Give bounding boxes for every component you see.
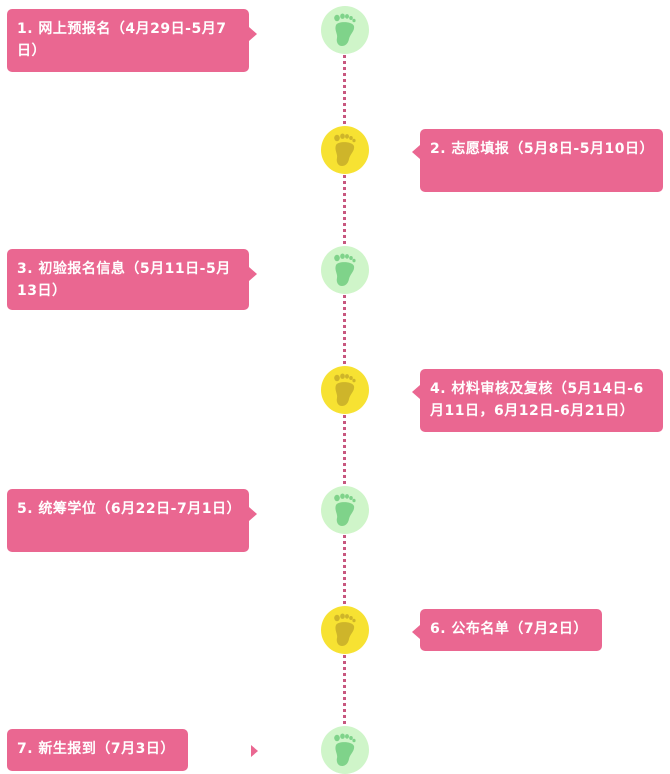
step-7-node	[321, 726, 369, 774]
step-4-label: 4. 材料审核及复核（5月14日-6月11日，6月12日-6月21日）	[430, 381, 644, 419]
step-5-box: 5. 统筹学位（6月22日-7月1日）	[7, 489, 257, 552]
footprint-icon	[334, 373, 356, 406]
step-2-node	[321, 126, 369, 174]
step-5-label: 5. 统筹学位（6月22日-7月1日）	[17, 501, 241, 517]
step-3-node	[321, 246, 369, 294]
step-7-pointer	[251, 745, 258, 757]
step-4-node	[321, 366, 369, 414]
footprint-icon	[334, 493, 356, 526]
step-1-node	[321, 6, 369, 54]
step-6-box: 6. 公布名单（7月2日）	[412, 609, 602, 651]
footprint-icon	[334, 133, 356, 166]
step-3-label: 3. 初验报名信息（5月11日-5月13日）	[17, 261, 231, 299]
step-6-node	[321, 606, 369, 654]
step-1-label: 1. 网上预报名（4月29日-5月7日）	[17, 21, 227, 59]
step-3-box: 3. 初验报名信息（5月11日-5月13日）	[7, 249, 257, 310]
step-5-node	[321, 486, 369, 534]
step-7-label: 7. 新生报到（7月3日）	[17, 741, 175, 757]
step-2-label: 2. 志愿填报（5月8日-5月10日）	[430, 141, 654, 157]
step-1-box: 1. 网上预报名（4月29日-5月7日）	[7, 9, 257, 72]
footprint-icon	[334, 613, 356, 646]
footprint-icon	[334, 253, 356, 286]
step-2-box: 2. 志愿填报（5月8日-5月10日）	[412, 129, 663, 192]
footprint-icon	[334, 13, 356, 46]
step-4-box: 4. 材料审核及复核（5月14日-6月11日，6月12日-6月21日）	[412, 369, 663, 432]
footprint-icon	[334, 733, 356, 766]
step-7-box: 7. 新生报到（7月3日）	[7, 729, 188, 771]
step-6-label: 6. 公布名单（7月2日）	[430, 621, 588, 637]
